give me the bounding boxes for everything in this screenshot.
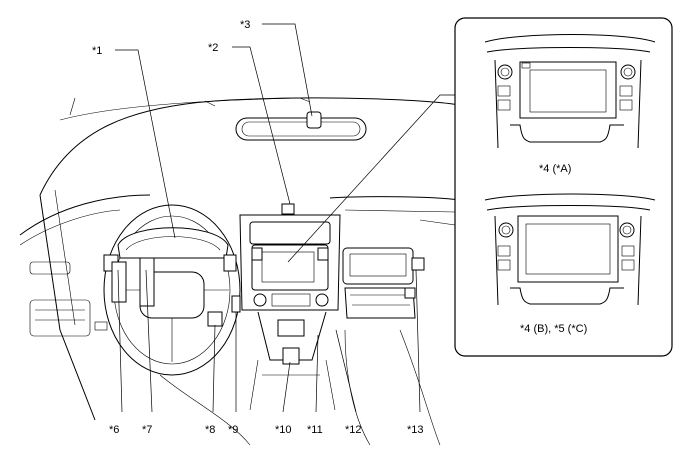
callout-6: *6 <box>109 424 119 436</box>
combination-meter <box>103 227 237 272</box>
detail-inset: *4 (*A) *4 (B), *5 (*C) <box>454 17 673 357</box>
audio-unit-type-b: *4 (B), *5 (*C) <box>484 193 656 335</box>
callout-3: *3 <box>240 19 250 31</box>
audio-unit-type-a: *4 (*A) <box>484 34 656 175</box>
inset-caption-bottom: *4 (B), *5 (*C) <box>520 323 587 335</box>
leader-lines <box>115 23 455 413</box>
callout-9: *9 <box>228 424 238 436</box>
combination-switch-parts <box>111 257 241 327</box>
callout-7: *7 <box>142 424 152 436</box>
callout-12: *12 <box>345 424 362 436</box>
rear-view-mirror <box>235 111 367 141</box>
callout-2: *2 <box>208 42 218 54</box>
callout-labels: *1 *2 *3 *6 *7 *8 *9 *10 *11 *12 *13 <box>92 19 424 436</box>
center-stack <box>239 203 341 411</box>
air-conditioning-unit <box>342 247 425 319</box>
inset-caption-top: *4 (*A) <box>539 163 571 175</box>
callout-1: *1 <box>92 45 102 57</box>
dashboard <box>19 194 461 337</box>
callout-11: *11 <box>307 424 323 436</box>
callout-13: *13 <box>407 424 424 436</box>
callout-8: *8 <box>205 424 215 436</box>
callout-10: *10 <box>275 424 292 436</box>
